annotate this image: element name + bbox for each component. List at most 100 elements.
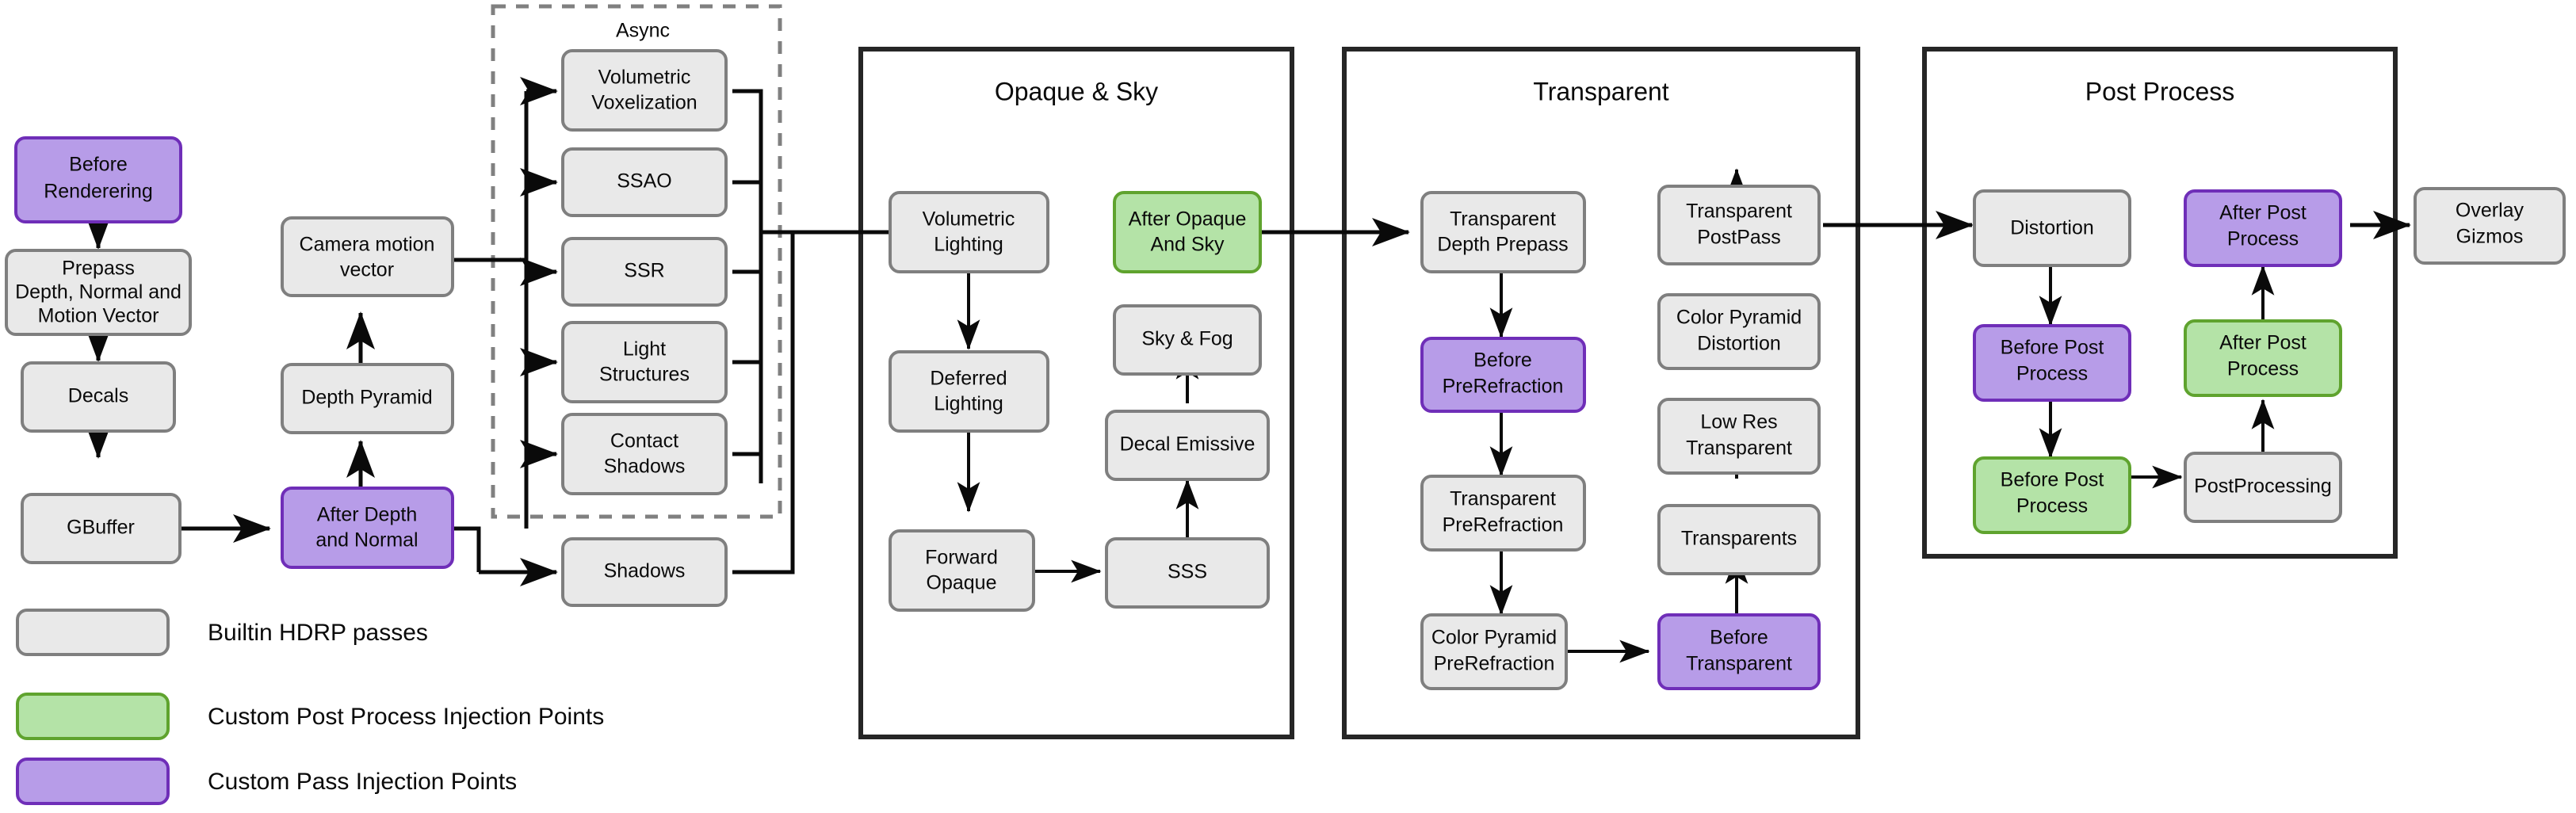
node-prepass[interactable]: Prepass Depth, Normal and Motion Vector: [5, 249, 192, 336]
async-output-bus: [732, 89, 763, 483]
node-shape[interactable]: [561, 321, 728, 403]
node-shape[interactable]: [281, 487, 454, 569]
node-shape[interactable]: [889, 350, 1049, 433]
node-before-rendering[interactable]: Before Renderering: [14, 136, 182, 223]
node-after-opaque-and-sky[interactable]: After Opaque And Sky: [1113, 191, 1262, 273]
node-decal-emissive[interactable]: Decal Emissive: [1105, 410, 1270, 481]
node-before-post-process-green[interactable]: Before Post Process: [1973, 456, 2131, 534]
node-deferred-lighting[interactable]: Deferred Lighting: [889, 350, 1049, 433]
node-label-line1: SSAO: [617, 170, 671, 193]
node-shape[interactable]: [2184, 189, 2342, 267]
node-light-structures[interactable]: Light Structures: [561, 321, 728, 403]
node-label-line2: Process: [2227, 358, 2299, 380]
node-shape[interactable]: [561, 49, 728, 132]
node-shape[interactable]: [1973, 456, 2131, 534]
node-gbuffer[interactable]: GBuffer: [21, 493, 182, 564]
node-label-line1: After Opaque: [1129, 208, 1247, 231]
node-shape[interactable]: [1420, 613, 1568, 690]
node-shape[interactable]: [2414, 187, 2566, 265]
node-label-line1: Low Res: [1700, 411, 1777, 433]
node-postprocessing[interactable]: PostProcessing: [2184, 452, 2342, 523]
node-shape[interactable]: [21, 361, 176, 433]
node-label-line2: Process: [2016, 363, 2088, 385]
node-forward-opaque[interactable]: Forward Opaque: [889, 529, 1035, 612]
node-label-line1: Sky & Fog: [1141, 328, 1233, 350]
node-shape[interactable]: [1420, 475, 1586, 552]
node-shape[interactable]: [281, 216, 454, 297]
node-label-line2: Structures: [599, 364, 690, 386]
node-shape[interactable]: [1113, 304, 1262, 376]
node-shape[interactable]: [5, 249, 192, 336]
node-volumetric-lighting[interactable]: Volumetric Lighting: [889, 191, 1049, 273]
node-shape[interactable]: [14, 136, 182, 223]
node-shape[interactable]: [889, 191, 1049, 273]
node-after-depth-and-normal[interactable]: After Depth and Normal: [281, 487, 454, 569]
node-shape[interactable]: [2184, 452, 2342, 523]
node-label-line1: GBuffer: [67, 517, 135, 539]
node-color-pyramid-prerefraction[interactable]: Color Pyramid PreRefraction: [1420, 613, 1568, 690]
node-shape[interactable]: [281, 363, 454, 434]
legend-label-custom-post-process: Custom Post Process Injection Points: [208, 704, 604, 730]
node-shape[interactable]: [561, 237, 728, 307]
node-label-line2: Lighting: [934, 234, 1003, 256]
node-sky-and-fog[interactable]: Sky & Fog: [1113, 304, 1262, 376]
node-label-line1: Shadows: [604, 560, 686, 582]
group-opaque-sky: Opaque & Sky: [858, 47, 1294, 739]
node-label-line2: Distortion: [1697, 333, 1781, 355]
node-shape[interactable]: [1973, 324, 2131, 402]
node-ssr[interactable]: SSR: [561, 237, 728, 307]
node-shape[interactable]: [561, 537, 728, 607]
node-shape[interactable]: [1657, 504, 1821, 575]
node-transparents[interactable]: Transparents: [1657, 504, 1821, 575]
node-shape[interactable]: [1105, 537, 1270, 609]
node-shadows[interactable]: Shadows: [561, 537, 728, 607]
node-label-line2: Opaque: [927, 572, 997, 594]
node-before-post-process-purple[interactable]: Before Post Process: [1973, 324, 2131, 402]
node-shape[interactable]: [561, 147, 728, 217]
node-label-line1: SSR: [624, 260, 664, 282]
node-decals[interactable]: Decals: [21, 361, 176, 433]
node-label-line2: Voxelization: [591, 92, 697, 114]
node-label-line1: Transparents: [1681, 528, 1797, 550]
node-shape[interactable]: [1105, 410, 1270, 481]
node-label-line2: Depth, Normal and: [15, 281, 182, 303]
node-color-pyramid-distortion[interactable]: Color Pyramid Distortion: [1657, 293, 1821, 370]
node-transparent-depth-prepass[interactable]: Transparent Depth Prepass: [1420, 191, 1586, 273]
node-after-post-process-purple[interactable]: After Post Process: [2184, 189, 2342, 267]
node-shape[interactable]: [2184, 319, 2342, 397]
edge-after-depth-bus: [453, 526, 481, 572]
legend-item-custom-post-process: Custom Post Process Injection Points: [16, 693, 604, 740]
node-low-res-transparent[interactable]: Low Res Transparent: [1657, 398, 1821, 475]
node-contact-shadows[interactable]: Contact Shadows: [561, 413, 728, 495]
node-label-line1: Volumetric: [923, 208, 1015, 231]
node-shape[interactable]: [1420, 191, 1586, 273]
node-shape[interactable]: [1657, 398, 1821, 475]
edges: [84, 77, 2412, 663]
node-sss[interactable]: SSS: [1105, 537, 1270, 609]
node-before-transparent[interactable]: Before Transparent: [1657, 613, 1821, 690]
node-transparent-prerefraction[interactable]: Transparent PreRefraction: [1420, 475, 1586, 552]
node-shape[interactable]: [21, 493, 182, 564]
node-shape[interactable]: [1657, 613, 1821, 690]
node-transparent-postpass[interactable]: Transparent PostPass: [1657, 185, 1821, 265]
node-volumetric-voxelization[interactable]: Volumetric Voxelization: [561, 49, 728, 132]
node-shape[interactable]: [1973, 189, 2131, 267]
node-overlay-gizmos[interactable]: Overlay Gizmos: [2414, 187, 2566, 265]
node-before-prerefraction[interactable]: Before PreRefraction: [1420, 337, 1586, 413]
node-label-line2: PreRefraction: [1443, 514, 1564, 536]
node-label-line2: PreRefraction: [1443, 376, 1564, 398]
node-shape[interactable]: [1657, 185, 1821, 265]
node-ssao[interactable]: SSAO: [561, 147, 728, 217]
node-label-line2: PostPass: [1697, 227, 1781, 249]
node-shape[interactable]: [1420, 337, 1586, 413]
node-shape[interactable]: [1113, 191, 1262, 273]
legend: Builtin HDRP passes Custom Post Process …: [16, 609, 604, 805]
node-camera-motion-vector[interactable]: Camera motion vector: [281, 216, 454, 297]
node-depth-pyramid[interactable]: Depth Pyramid: [281, 363, 454, 434]
node-after-post-process-green[interactable]: After Post Process: [2184, 319, 2342, 397]
node-shape[interactable]: [561, 413, 728, 495]
node-shape[interactable]: [889, 529, 1035, 612]
node-shape[interactable]: [1657, 293, 1821, 370]
node-distortion[interactable]: Distortion: [1973, 189, 2131, 267]
